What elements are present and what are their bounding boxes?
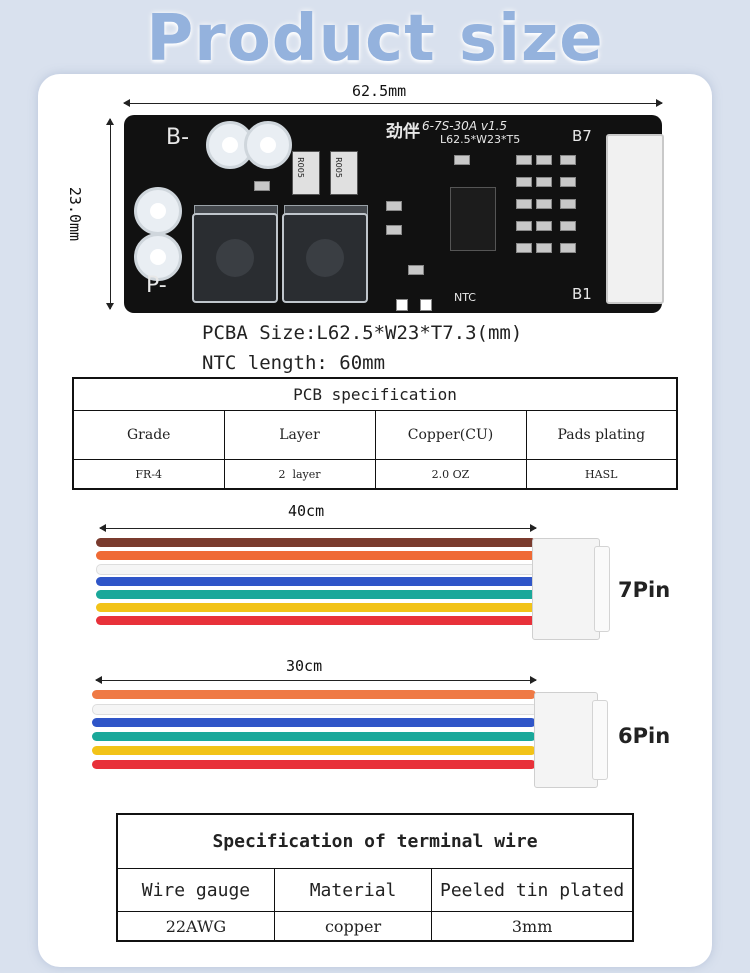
wire-6pin-label: 6Pin: [618, 724, 671, 748]
wire-7pin-red: [96, 616, 536, 625]
pcb-spec-header-plating: Pads plating: [525, 410, 678, 460]
smd-10: [536, 243, 552, 253]
wire-6pin-red: [92, 760, 536, 769]
smd-12: [560, 177, 576, 187]
b-minus-label: B-: [166, 125, 190, 150]
b7-label: B7: [572, 127, 592, 145]
ntc-label: NTC: [454, 291, 476, 304]
wire-7pin-orange: [96, 551, 536, 560]
wire-7pin-plug: [532, 538, 600, 640]
wire-7pin-yellow: [96, 603, 536, 612]
smd-5: [516, 199, 532, 209]
smd-19: [254, 181, 270, 191]
smd-16: [408, 265, 424, 275]
smd-2: [536, 155, 552, 165]
b-minus-pad-2: [244, 121, 292, 169]
pcb-spec-title: PCB specification: [72, 377, 678, 411]
pcb-spec-value-grade: FR-4: [72, 459, 225, 490]
smd-20: [454, 155, 470, 165]
wire-6pin-plug-tab: [592, 700, 608, 780]
wire-spec-value-gauge: 22AWG: [116, 911, 275, 942]
brand-label: 劲伴: [386, 122, 420, 142]
smd-8: [536, 221, 552, 231]
wire-spec-table: Specification of terminal wire Wire gaug…: [116, 813, 634, 942]
dims-label: L62.5*W23*T5: [440, 133, 521, 146]
smd-1: [516, 155, 532, 165]
smd-7: [516, 221, 532, 231]
smd-6: [536, 199, 552, 209]
wire-spec-value-peeled: 3mm: [431, 911, 634, 942]
shunt-label-2: R005: [333, 157, 343, 178]
wire-7pin-white: [96, 564, 538, 575]
wire-6pin-plug: [534, 692, 598, 788]
length-dimension-line: [123, 99, 663, 107]
p-minus-pad-2: [134, 233, 182, 281]
wire-7pin-plug-tab: [594, 546, 610, 632]
smd-11: [560, 155, 576, 165]
pcb-spec-header-layer: Layer: [223, 410, 376, 460]
p-minus-label: P-: [146, 273, 167, 298]
ntc-pad-1: [396, 299, 408, 311]
shunt-label-1: R005: [295, 157, 305, 178]
wire-6pin-length-label: 30cm: [286, 657, 323, 675]
smd-4: [536, 177, 552, 187]
wire-7pin-length-label: 40cm: [288, 502, 325, 520]
width-dimension-line: [106, 118, 114, 310]
smd-15: [560, 243, 576, 253]
mosfet-2: [282, 213, 368, 303]
model-label: 6-7S-30A v1.5: [422, 119, 508, 133]
smd-13: [560, 199, 576, 209]
ntc-length-text: NTC length: 60mm: [202, 352, 386, 374]
smd-14: [560, 221, 576, 231]
pcba-size-text: PCBA Size:L62.5*W23*T7.3(mm): [202, 322, 523, 344]
smd-9: [516, 243, 532, 253]
wire-6pin-yellow: [92, 746, 536, 755]
b1-label: B1: [572, 285, 592, 303]
wire-7pin-brown: [96, 538, 536, 547]
pcb-spec-table: PCB specification Grade Layer Copper(CU)…: [72, 377, 678, 490]
protection-ic: [450, 187, 496, 251]
wire-spec-header-material: Material: [273, 868, 433, 912]
shunt-resistor-1: [292, 151, 320, 195]
wire-6pin-blue: [92, 718, 536, 727]
wire-spec-title: Specification of terminal wire: [116, 813, 634, 869]
bms-board: B- P- 6-7S-30A v1.5 劲伴 L62.5*W23*T5 B7 B…: [124, 115, 662, 313]
pcb-spec-header-copper: Copper(CU): [374, 410, 527, 460]
wire-6pin-white: [92, 704, 538, 715]
pcb-spec-value-layer: 2 layer: [223, 459, 376, 490]
width-dimension-label: 23.0mm: [66, 186, 85, 242]
wire-7pin-blue: [96, 577, 536, 586]
page-title: Product size: [146, 2, 604, 76]
wire-spec-header-gauge: Wire gauge: [116, 868, 275, 912]
ntc-pad-2: [420, 299, 432, 311]
wire-spec-value-material: copper: [273, 911, 433, 942]
length-dimension-label: 62.5mm: [352, 82, 407, 100]
smd-18: [386, 201, 402, 211]
wire-7pin-teal: [96, 590, 536, 599]
wire-6pin-teal: [92, 732, 536, 741]
pcb-spec-value-plating: HASL: [525, 459, 678, 490]
smd-3: [516, 177, 532, 187]
wire-spec-header-peeled: Peeled tin plated: [431, 868, 634, 912]
wire-7pin-length-line: [99, 524, 537, 532]
p-minus-pad-1: [134, 187, 182, 235]
wire-6pin-length-line: [95, 676, 537, 684]
smd-17: [386, 225, 402, 235]
balance-connector: [606, 134, 664, 304]
shunt-resistor-2: [330, 151, 358, 195]
wire-6pin-orange: [92, 690, 536, 699]
mosfet-1: [192, 213, 278, 303]
pcb-spec-value-copper: 2.0 OZ: [374, 459, 527, 490]
wire-7pin-label: 7Pin: [618, 578, 671, 602]
pcb-spec-header-grade: Grade: [72, 410, 225, 460]
